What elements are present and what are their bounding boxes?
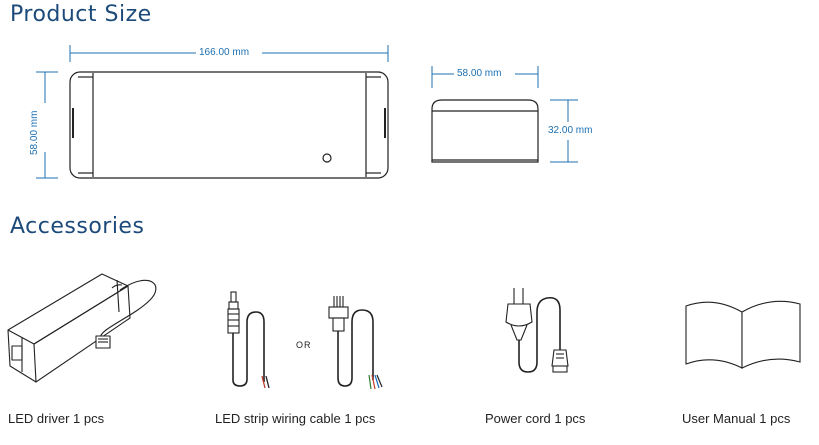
- side-view-dimension-lines: [431, 66, 578, 163]
- dc-wiring-cable-illustration: [227, 291, 270, 389]
- power-cord-caption: Power cord 1 pcs: [485, 411, 586, 426]
- user-manual-illustration: [685, 300, 801, 369]
- side-width-dimension: 58.00 mm: [457, 68, 502, 79]
- front-view-drawing: [69, 71, 389, 179]
- side-height-dimension: 32.00 mm: [548, 125, 593, 136]
- rgb-wiring-cable-illustration: [328, 296, 383, 390]
- product-size-heading: Product Size: [10, 2, 152, 27]
- power-cord-illustration: [505, 288, 569, 373]
- user-manual-caption: User Manual 1 pcs: [682, 411, 791, 426]
- wiring-cable-caption: LED strip wiring cable 1 pcs: [215, 411, 376, 426]
- front-width-dimension: 166.00 mm: [199, 47, 250, 58]
- front-view-dimension-lines: [36, 45, 389, 179]
- side-view-drawing: [431, 99, 539, 163]
- or-separator: OR: [296, 340, 312, 350]
- front-height-dimension: 58.00 mm: [29, 110, 40, 155]
- accessories-heading: Accessories: [10, 214, 145, 239]
- led-driver-illustration: [7, 273, 157, 383]
- led-driver-caption: LED driver 1 pcs: [8, 411, 105, 426]
